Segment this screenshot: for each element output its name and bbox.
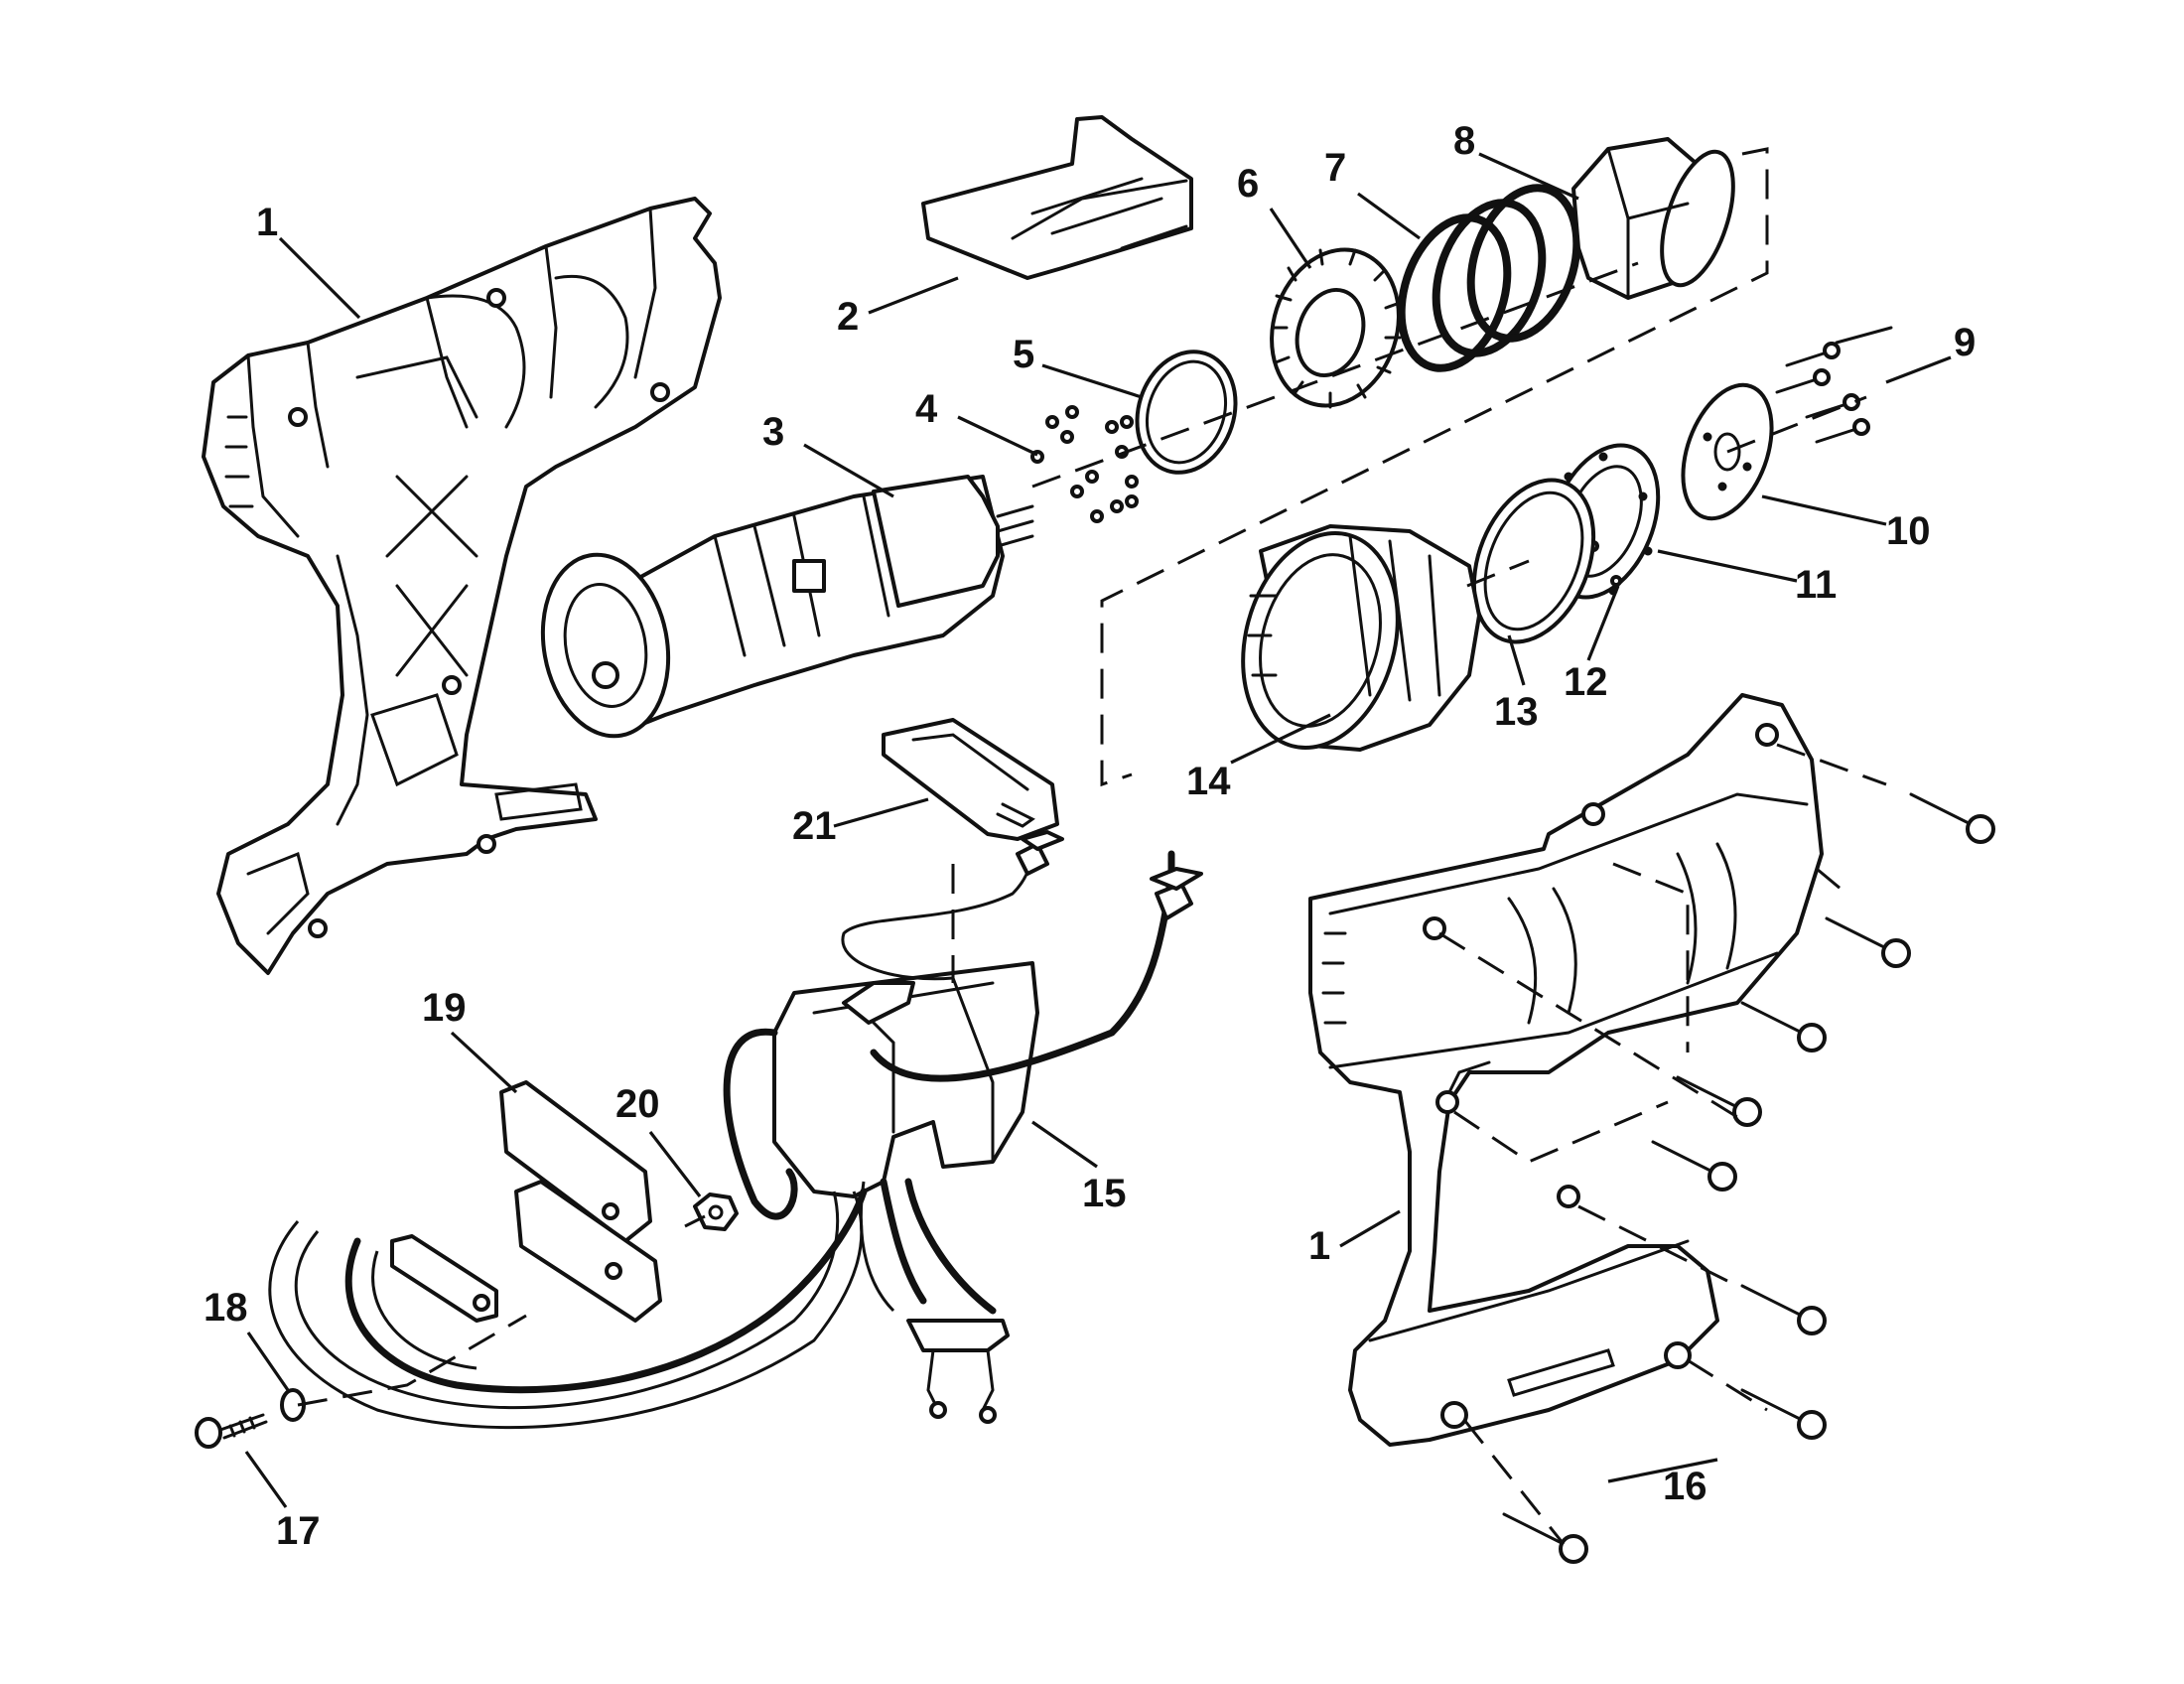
callout-4: 4 (915, 387, 938, 431)
gear-ring (1270, 247, 1402, 409)
callout-15: 15 (1082, 1172, 1127, 1215)
alignment-lines (297, 147, 1887, 1545)
housing-screws (1502, 792, 1995, 1564)
trigger-switch (772, 961, 1039, 1198)
clutch-housing (1241, 524, 1481, 752)
belt-clip (921, 115, 1193, 280)
callout-6: 6 (1237, 162, 1259, 206)
callout-12: 12 (1564, 660, 1608, 704)
leader-lines (244, 152, 1952, 1508)
callout-16: 16 (1663, 1465, 1707, 1508)
callout-8: 8 (1453, 119, 1475, 163)
callout-1-left: 1 (256, 201, 278, 244)
housing-left-half (202, 197, 722, 975)
ring-washer-13 (1471, 478, 1596, 644)
callout-labels: 1 1 2 3 4 5 6 7 8 9 10 11 12 13 14 15 16… (204, 119, 1976, 1553)
wiring-harness (268, 830, 1203, 1430)
callout-20: 20 (615, 1082, 660, 1126)
terminal-blocks (499, 1080, 662, 1323)
callout-11: 11 (1795, 563, 1837, 607)
callout-5: 5 (1013, 333, 1034, 376)
terminal-screw (195, 1413, 268, 1449)
ring-washer-5 (1135, 350, 1238, 475)
small-screws (1775, 326, 1893, 444)
hex-collar (1571, 137, 1735, 300)
callout-14: 14 (1186, 760, 1231, 803)
callout-19: 19 (422, 986, 467, 1030)
steel-balls (1030, 405, 1139, 523)
callout-17: 17 (276, 1509, 321, 1553)
callout-13: 13 (1494, 690, 1539, 734)
hex-nut (693, 1193, 739, 1231)
callout-21: 21 (792, 804, 837, 848)
callout-9: 9 (1954, 321, 1976, 364)
direction-slider (882, 718, 1059, 841)
coil-spring (1397, 184, 1581, 372)
housing-right-half (1308, 693, 1824, 1447)
callout-18: 18 (204, 1286, 248, 1330)
callout-7: 7 (1324, 146, 1346, 190)
callout-10: 10 (1886, 509, 1931, 553)
callout-2: 2 (837, 295, 859, 339)
motor-assembly (540, 475, 1034, 739)
callout-1-right: 1 (1308, 1224, 1330, 1268)
callout-3: 3 (762, 410, 784, 454)
